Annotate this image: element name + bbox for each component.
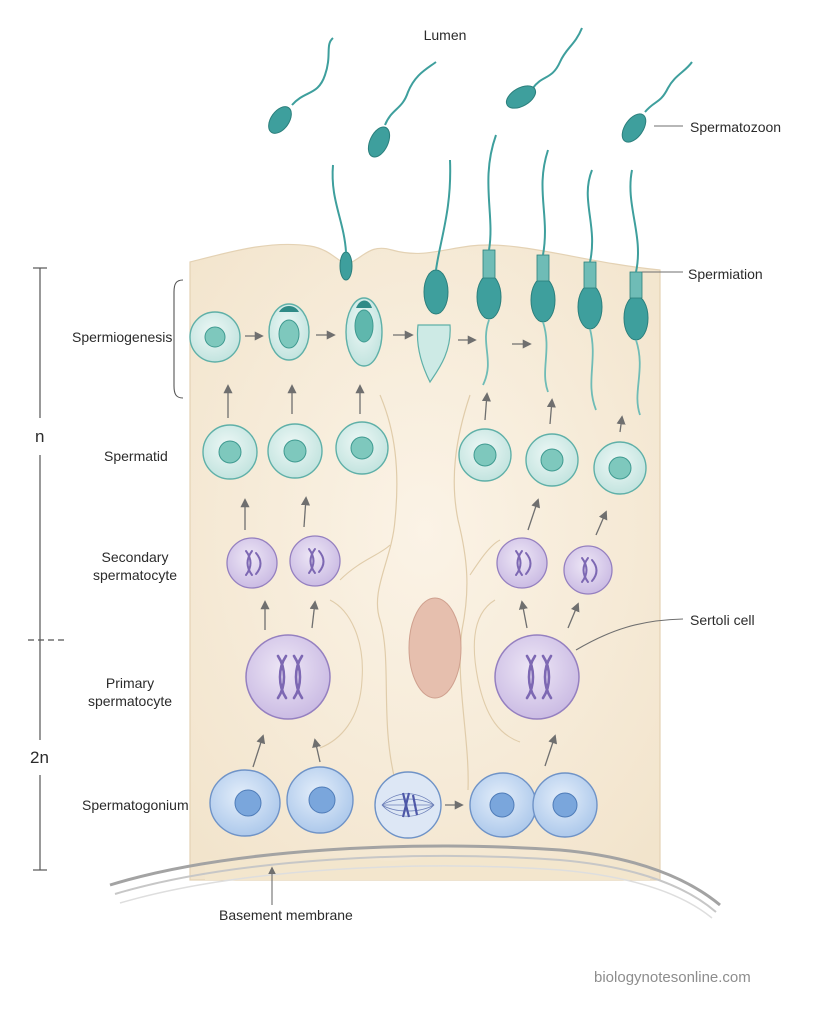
ploidy-bracket bbox=[28, 267, 64, 871]
attached-sperm bbox=[331, 164, 353, 281]
basement-membrane-label: Basement membrane bbox=[219, 907, 353, 923]
secondary-spermatocyte-cell bbox=[226, 537, 278, 589]
ploidy-diploid-label: 2n bbox=[30, 748, 49, 767]
attached-sperm bbox=[530, 149, 556, 393]
spermatid-cell bbox=[202, 424, 258, 480]
early-spermatid bbox=[189, 311, 241, 363]
secondary-spermatocyte-line1: Secondary bbox=[101, 549, 169, 565]
spermatozoon bbox=[268, 37, 334, 134]
basement-membrane bbox=[109, 844, 721, 919]
spermatozoon-label: Spermatozoon bbox=[690, 119, 782, 135]
attached-sperm bbox=[623, 169, 649, 416]
secondary-spermatocyte-cell bbox=[289, 535, 341, 587]
lumen-text: Lumen bbox=[423, 27, 467, 43]
spermiogenesis-label: Spermiogenesis bbox=[72, 329, 173, 345]
primary-spermatocyte-cell bbox=[245, 634, 331, 720]
attached-sperm bbox=[577, 169, 603, 411]
spermatid-label: Spermatid bbox=[104, 448, 168, 464]
free-spermatozoa bbox=[268, 27, 693, 158]
spermatozoon bbox=[621, 61, 693, 143]
primary-spermatocyte-line1: Primary bbox=[105, 675, 155, 691]
spermatogonium-label: Spermatogonium bbox=[82, 797, 189, 813]
elongating-spermatid bbox=[345, 297, 383, 367]
spermatogonia bbox=[209, 766, 598, 839]
secondary-spermatocyte-cell bbox=[563, 545, 613, 595]
spermiogenesis-bracket bbox=[173, 279, 184, 399]
sertoli-cell-label: Sertoli cell bbox=[690, 612, 755, 628]
spermatogonium-cell bbox=[209, 769, 281, 837]
primary-spermatocytes bbox=[245, 634, 580, 720]
spermatogonium-cell bbox=[286, 766, 354, 834]
spermatid-cell bbox=[525, 433, 579, 487]
spermatid-cell bbox=[593, 441, 647, 495]
secondary-spermatocyte-cell bbox=[496, 537, 548, 589]
spermiation-sperm bbox=[331, 134, 649, 416]
primary-spermatocyte-cell bbox=[494, 634, 580, 720]
attached-sperm bbox=[476, 134, 502, 386]
ploidy-haploid-label: n bbox=[35, 427, 45, 446]
primary-spermatocyte-line2: spermatocyte bbox=[87, 693, 173, 709]
spermatozoon bbox=[505, 27, 583, 109]
secondary-spermatocyte-label: Secondary spermatocyte bbox=[75, 548, 195, 584]
lumen-label: Lumen bbox=[400, 26, 490, 44]
leader-lines bbox=[268, 125, 684, 905]
elongating-spermatid bbox=[268, 303, 310, 361]
spermatids bbox=[202, 421, 647, 495]
spermatid-cell bbox=[267, 423, 323, 479]
spermatogonium-pair bbox=[469, 772, 598, 838]
dividing-spermatogonium bbox=[374, 771, 442, 839]
spermatozoon bbox=[367, 61, 437, 158]
maturing-spermatid bbox=[416, 159, 452, 384]
sertoli-nucleus bbox=[408, 597, 462, 699]
secondary-spermatocytes bbox=[226, 535, 613, 595]
primary-spermatocyte-label: Primary spermatocyte bbox=[70, 674, 190, 710]
spermiogenesis-stages bbox=[189, 159, 452, 384]
watermark: biologynotesonline.com bbox=[594, 969, 751, 986]
spermiation-label: Spermiation bbox=[688, 266, 763, 282]
spermatid-cell bbox=[335, 421, 389, 475]
progression-arrows bbox=[223, 330, 626, 810]
secondary-spermatocyte-line2: spermatocyte bbox=[92, 567, 178, 583]
spermatid-cell bbox=[458, 428, 512, 482]
